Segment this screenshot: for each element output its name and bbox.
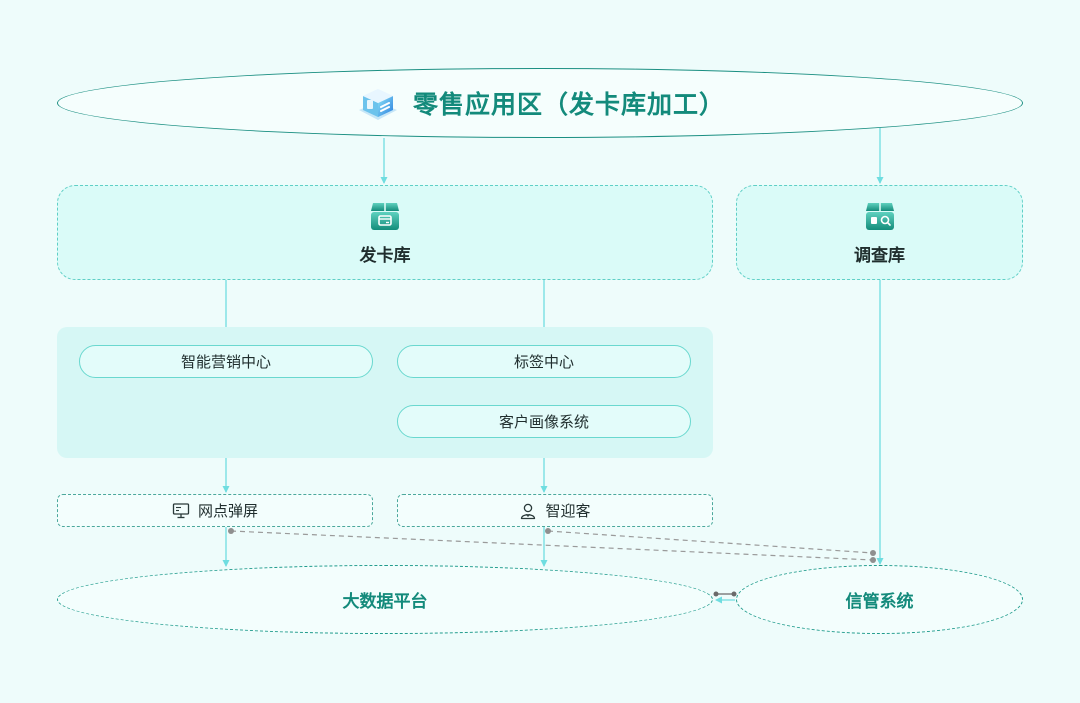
- card-repository-label: 发卡库: [359, 246, 411, 266]
- tag-center[interactable]: 标签中心: [397, 345, 691, 378]
- search-store-icon: [865, 203, 894, 230]
- smart-greeting-label: 智迎客: [545, 502, 591, 520]
- link-dot: [870, 557, 876, 563]
- stacked-database-icon: [358, 89, 397, 120]
- smart-marketing-center[interactable]: 智能营销中心: [79, 345, 373, 378]
- link-dot: [731, 591, 737, 597]
- customer-portrait-system[interactable]: 客户画像系统: [397, 405, 691, 438]
- customer-portrait-system-label: 客户画像系统: [498, 413, 589, 431]
- smart-greeting-channel[interactable]: 智迎客: [397, 494, 713, 527]
- branch-popup-label: 网点弹屏: [197, 502, 258, 520]
- link-dot: [713, 591, 719, 597]
- survey-repository-label: 调查库: [854, 246, 905, 266]
- link-greet-to-credit: [547, 530, 874, 554]
- link-dot: [545, 528, 551, 534]
- link-dot: [228, 528, 234, 534]
- branch-popup-channel[interactable]: 网点弹屏: [57, 494, 373, 527]
- retail-app-zone: 零售应用区（发卡库加工）: [57, 68, 1023, 138]
- link-dot: [870, 550, 876, 556]
- credit-management-label: 信管系统: [845, 592, 914, 612]
- big-data-platform[interactable]: 大数据平台: [57, 565, 713, 634]
- user-icon: [521, 503, 536, 519]
- tag-center-label: 标签中心: [513, 353, 574, 371]
- monitor-icon: [172, 502, 190, 518]
- zone-title: 零售应用区（发卡库加工）: [412, 90, 725, 119]
- link-branch-to-credit: [230, 530, 874, 561]
- survey-repository[interactable]: 调查库: [736, 185, 1023, 280]
- big-data-platform-label: 大数据平台: [342, 592, 428, 612]
- credit-management-system[interactable]: 信管系统: [736, 565, 1023, 634]
- card-store-icon: [371, 203, 399, 230]
- smart-marketing-center-label: 智能营销中心: [180, 353, 271, 371]
- card-repository[interactable]: 发卡库: [57, 185, 713, 280]
